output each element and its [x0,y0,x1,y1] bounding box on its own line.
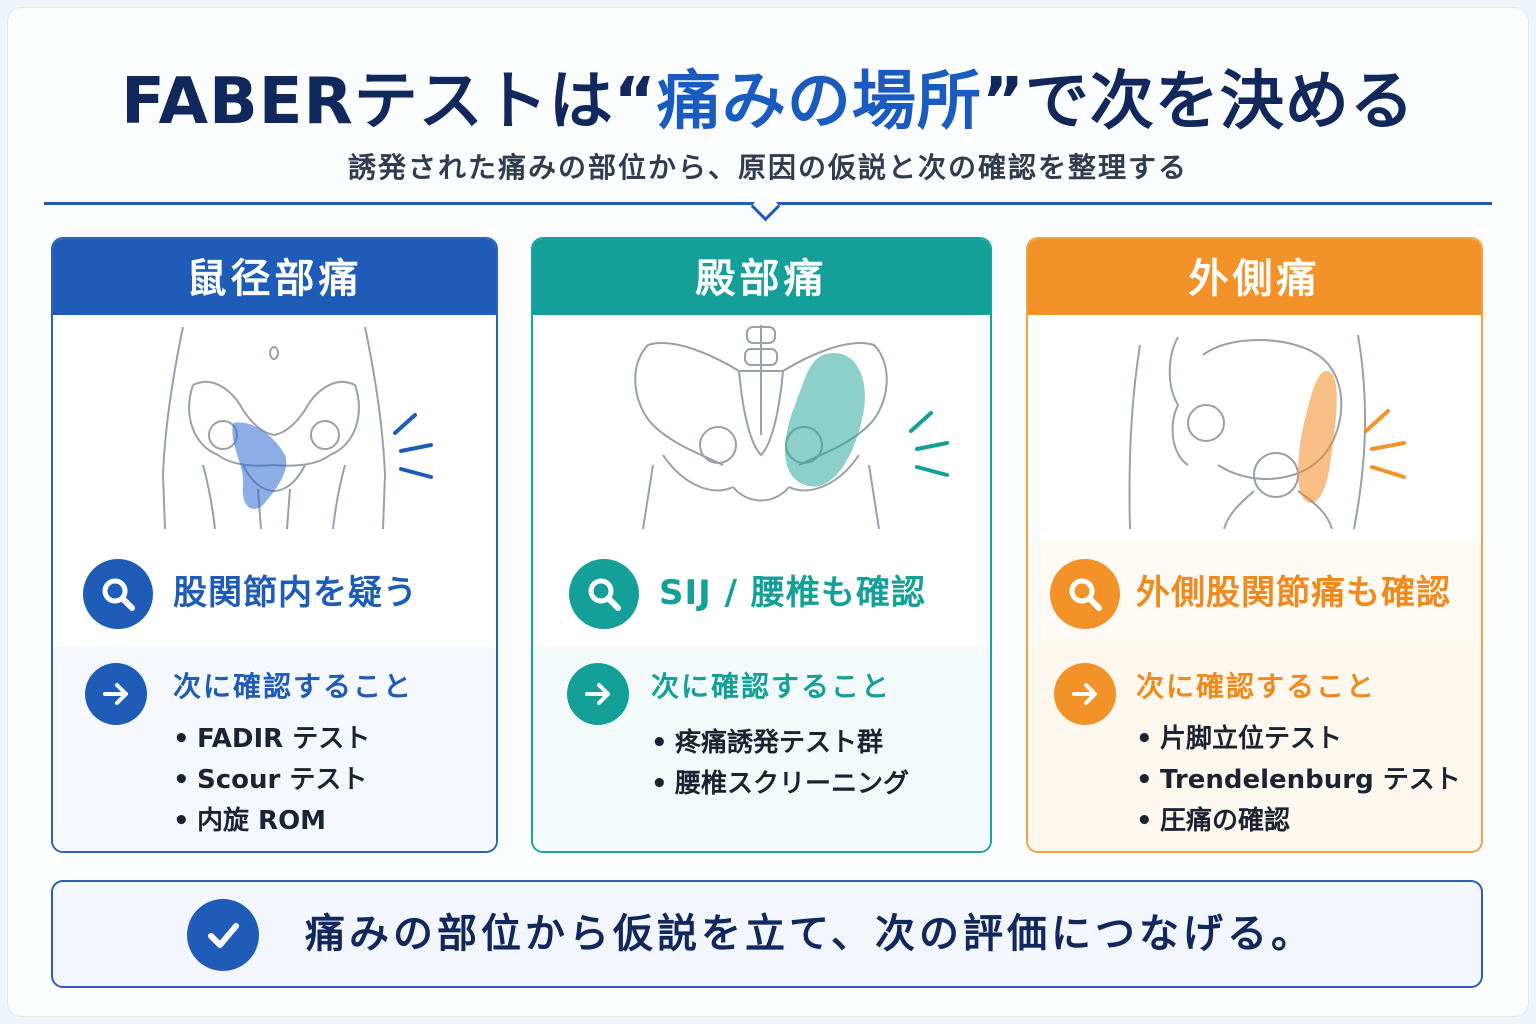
next-steps: 次に確認すること 疼痛誘発テスト群 腰椎スクリーニング [533,647,990,851]
next-steps-label: 次に確認すること [651,670,892,703]
list-item: 疼痛誘発テスト群 [651,723,909,764]
arrow-right-icon [85,663,147,725]
page-title: FABERテストは“痛みの場所”で次を決める [121,65,1415,139]
list-item: FADIR テスト [173,719,370,760]
pelvis-back-illustration [533,315,990,543]
hypothesis-row: 股関節内を疑う [53,541,496,649]
card-buttock-pain: 殿部痛 [531,237,992,853]
pelvis-side-illustration [1028,315,1481,543]
card-title: 鼠径部痛 [53,239,496,315]
next-steps-label: 次に確認すること [173,670,414,703]
list-item: 内旋 ROM [173,801,370,842]
card-title: 外側痛 [1028,239,1481,315]
list-item: 片脚立位テスト [1136,719,1461,760]
next-steps: 次に確認すること 片脚立位テスト Trendelenburg テスト 圧痛の確認 [1028,647,1481,851]
card-lateral-pain: 外側痛 外側股関節痛も確認 [1026,237,1483,853]
next-steps-list: 疼痛誘発テスト群 腰椎スクリーニング [651,723,909,805]
arrow-right-icon [1054,663,1116,725]
card-title: 殿部痛 [533,239,990,315]
hypothesis-row: 外側股関節痛も確認 [1028,541,1481,649]
summary-text: 痛みの部位から仮説を立て、次の評価につなげる。 [305,911,1315,957]
magnifier-icon [1050,559,1120,629]
hypothesis-text: 外側股関節痛も確認 [1136,573,1451,613]
checkmark-icon [187,899,259,971]
next-steps: 次に確認すること FADIR テスト Scour テスト 内旋 ROM [53,647,496,851]
hypothesis-row: SIJ / 腰椎も確認 [533,541,990,649]
list-item: Trendelenburg テスト [1136,760,1461,801]
pelvis-front-illustration [53,315,496,543]
next-steps-label: 次に確認すること [1136,670,1377,703]
page-subtitle: 誘発された痛みの部位から、原因の仮説と次の確認を整理する [347,151,1188,184]
list-item: 圧痛の確認 [1136,801,1461,842]
list-item: Scour テスト [173,760,370,801]
magnifier-icon [569,559,639,629]
list-item: 腰椎スクリーニング [651,764,909,805]
title-highlight: 痛みの場所 [656,65,982,139]
card-groin-pain: 鼠径部痛 [51,237,498,853]
hypothesis-text: 股関節内を疑う [173,573,418,613]
arrow-right-icon [567,663,629,725]
summary-banner: 痛みの部位から仮説を立て、次の評価につなげる。 [51,880,1483,988]
hypothesis-text: SIJ / 腰椎も確認 [659,573,926,613]
magnifier-icon [83,559,153,629]
next-steps-list: 片脚立位テスト Trendelenburg テスト 圧痛の確認 [1136,719,1461,842]
next-steps-list: FADIR テスト Scour テスト 内旋 ROM [173,719,370,842]
